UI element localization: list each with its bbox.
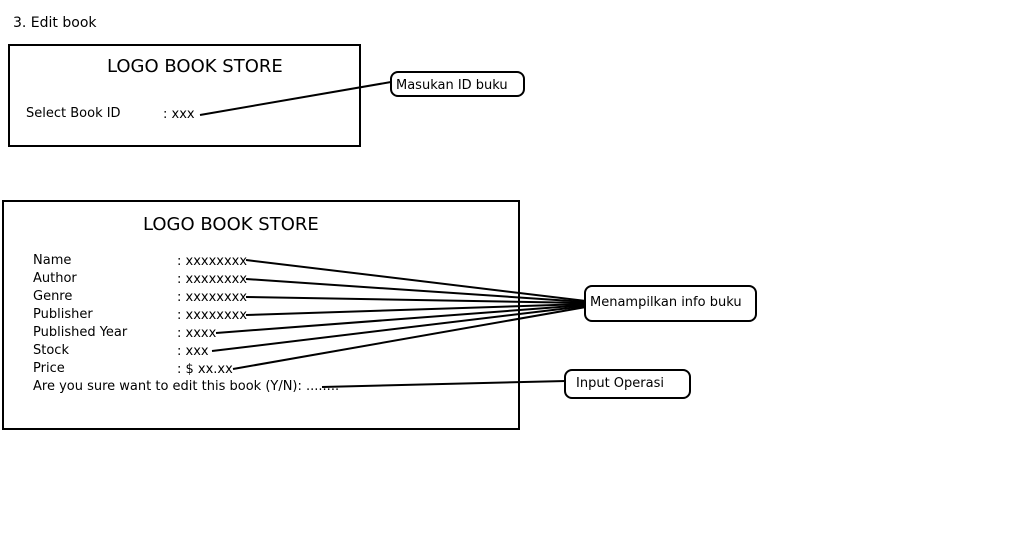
section-heading: 3. Edit book xyxy=(13,15,97,31)
field-value-name: : xxxxxxxx xyxy=(177,254,248,269)
field-label-publisher: Publisher xyxy=(33,307,93,322)
field-value-stock: : xxx xyxy=(177,344,209,359)
field-label-author: Author xyxy=(33,271,77,286)
confirm-edit-prompt: Are you sure want to edit this book (Y/N… xyxy=(33,379,340,394)
field-label-published-year: Published Year xyxy=(33,325,128,340)
field-label-stock: Stock xyxy=(33,343,69,358)
field-value-price: : $ xx.xx xyxy=(177,362,233,377)
field-value-published-year: : xxxx xyxy=(177,326,217,341)
field-value-author: : xxxxxxxx xyxy=(177,272,248,287)
field-label-name: Name xyxy=(33,253,72,268)
field-value-publisher: : xxxxxxxx xyxy=(177,308,248,323)
callout-show-info: Menampilkan info buku xyxy=(584,285,757,322)
field-label-genre: Genre xyxy=(33,289,73,304)
field-label-price: Price xyxy=(33,361,65,376)
callout-input-operation: Input Operasi xyxy=(564,369,691,399)
store-logo-text: LOGO BOOK STORE xyxy=(143,214,319,235)
field-value-genre: : xxxxxxxx xyxy=(177,290,248,305)
store-logo-text: LOGO BOOK STORE xyxy=(107,56,283,77)
select-book-id-label: Select Book ID xyxy=(26,106,121,121)
select-book-id-value: : xxx xyxy=(163,107,195,122)
callout-id-input: Masukan ID buku xyxy=(390,71,525,97)
